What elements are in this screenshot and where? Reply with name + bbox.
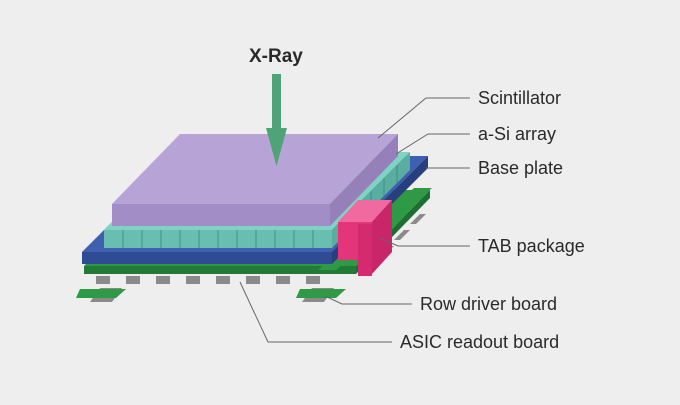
xray-label: X-Ray xyxy=(249,46,303,67)
asic-readout-board-label: ASIC readout board xyxy=(400,332,560,352)
tab-package xyxy=(338,200,392,276)
scintillator-label: Scintillator xyxy=(478,88,562,108)
base-plate-label: Base plate xyxy=(478,158,564,178)
leader-lines xyxy=(239,97,470,343)
row-driver-board-label: Row driver board xyxy=(420,294,558,314)
scintillator-slab xyxy=(112,134,398,226)
asi-array-label: a-Si array xyxy=(478,124,557,144)
xray-arrow xyxy=(266,74,287,166)
tab-package-label: TAB package xyxy=(478,236,585,256)
